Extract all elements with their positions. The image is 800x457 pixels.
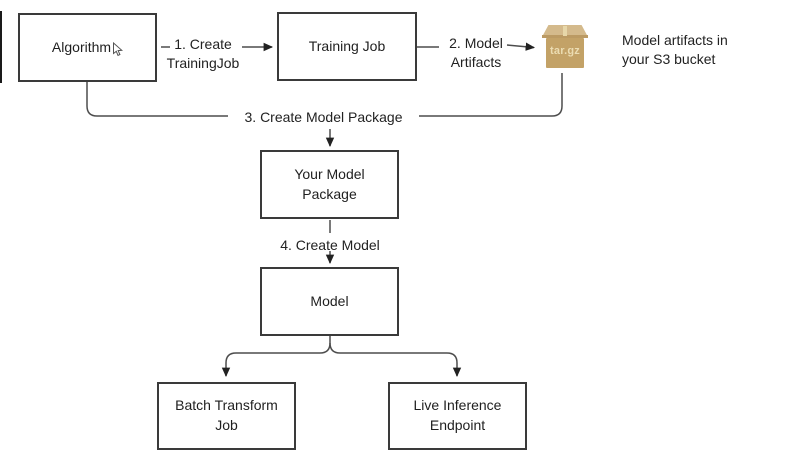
node-model: Model [260, 267, 399, 336]
node-your-model-package: Your Model Package [260, 150, 399, 219]
edge-label-step2: 2. Model Artifacts [449, 35, 503, 70]
edge-label-step4: 4. Create Model [280, 237, 380, 253]
screen-edge-artifact [0, 11, 2, 83]
package-tape [563, 26, 567, 36]
edge-label-step3: 3. Create Model Package [244, 109, 403, 125]
node-live-inference-endpoint: Live Inference Endpoint [388, 382, 527, 450]
node-algorithm: Algorithm [18, 13, 157, 82]
edge-step3-left-rail [86, 82, 228, 117]
node-your-model-package-label: Your Model Package [294, 165, 365, 202]
edge-fork-right-arrow [329, 342, 462, 378]
package-lid-edge [542, 35, 588, 38]
package-targz-label: tar.gz [550, 45, 580, 57]
node-model-label: Model [310, 292, 349, 309]
edge-step2-arrow [506, 42, 536, 51]
node-training-job: Training Job [277, 12, 417, 81]
cursor-icon [113, 42, 124, 57]
edge-fork-left-arrow [221, 342, 331, 378]
node-training-job-label: Training Job [308, 37, 386, 54]
package-targz-icon: tar.gz [541, 25, 589, 72]
package-body [546, 38, 584, 68]
node-algorithm-label: Algorithm [51, 38, 112, 55]
node-batch-transform-job: Batch Transform Job [157, 382, 296, 450]
node-live-inference-endpoint-label: Live Inference Endpoint [413, 397, 502, 433]
edge-step3-right-rail [419, 73, 563, 117]
node-batch-transform-job-label: Batch Transform Job [175, 397, 278, 433]
edge-label-step1: 1. Create TrainingJob [166, 36, 240, 71]
s3-bucket-note: Model artifacts in your S3 bucket [622, 32, 728, 67]
